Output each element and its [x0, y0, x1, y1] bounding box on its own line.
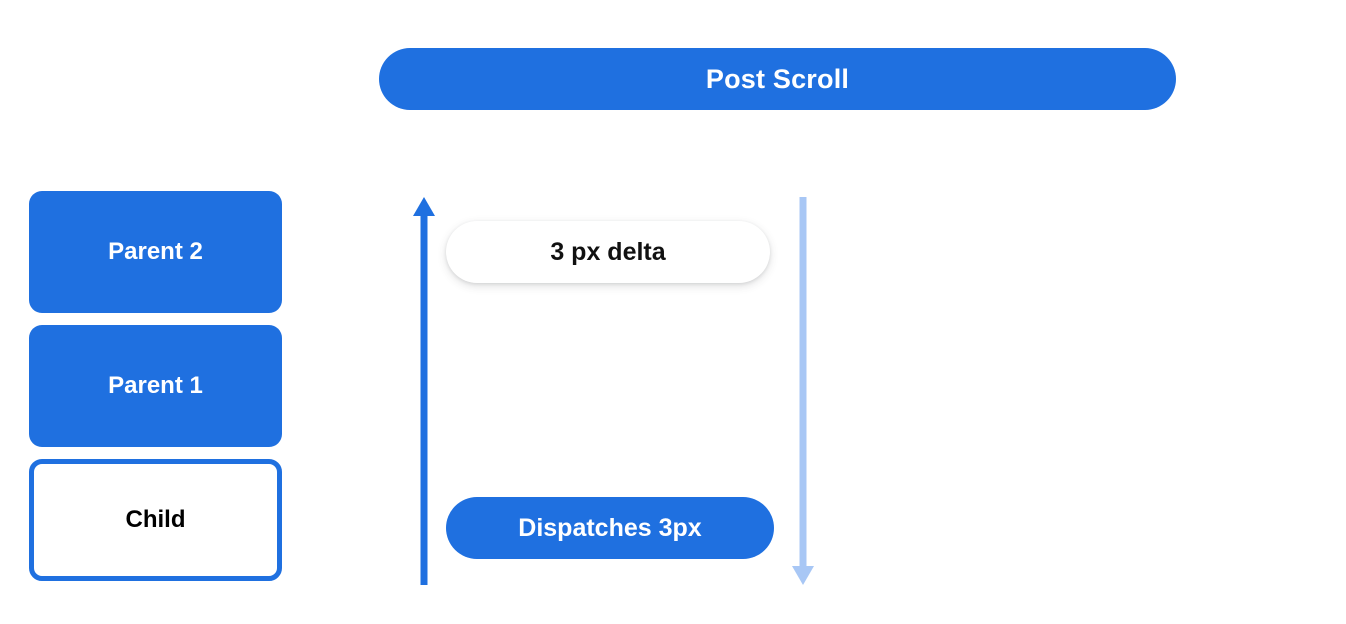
post-scroll-header-label: Post Scroll	[705, 63, 850, 94]
node-box-parent-1: Parent 1	[29, 325, 282, 447]
node-stack: Parent 2 Parent 1 Child	[29, 191, 282, 581]
node-box-parent-2: Parent 2	[29, 191, 282, 313]
node-box-parent-2-label: Parent 2	[108, 238, 203, 265]
delta-callout-label: 3 px delta	[550, 237, 666, 266]
node-box-parent-1-label: Parent 1	[108, 372, 203, 399]
delta-callout: 3 px delta	[446, 221, 770, 283]
dispatch-callout: Dispatches 3px	[446, 497, 774, 559]
scroll-down-arrow-icon	[792, 197, 814, 585]
node-box-child: Child	[29, 459, 282, 581]
node-box-child-label: Child	[125, 506, 186, 533]
dispatch-callout-label: Dispatches 3px	[518, 513, 702, 542]
post-scroll-header: Post Scroll	[379, 48, 1176, 110]
scroll-up-arrow-icon	[413, 197, 435, 585]
